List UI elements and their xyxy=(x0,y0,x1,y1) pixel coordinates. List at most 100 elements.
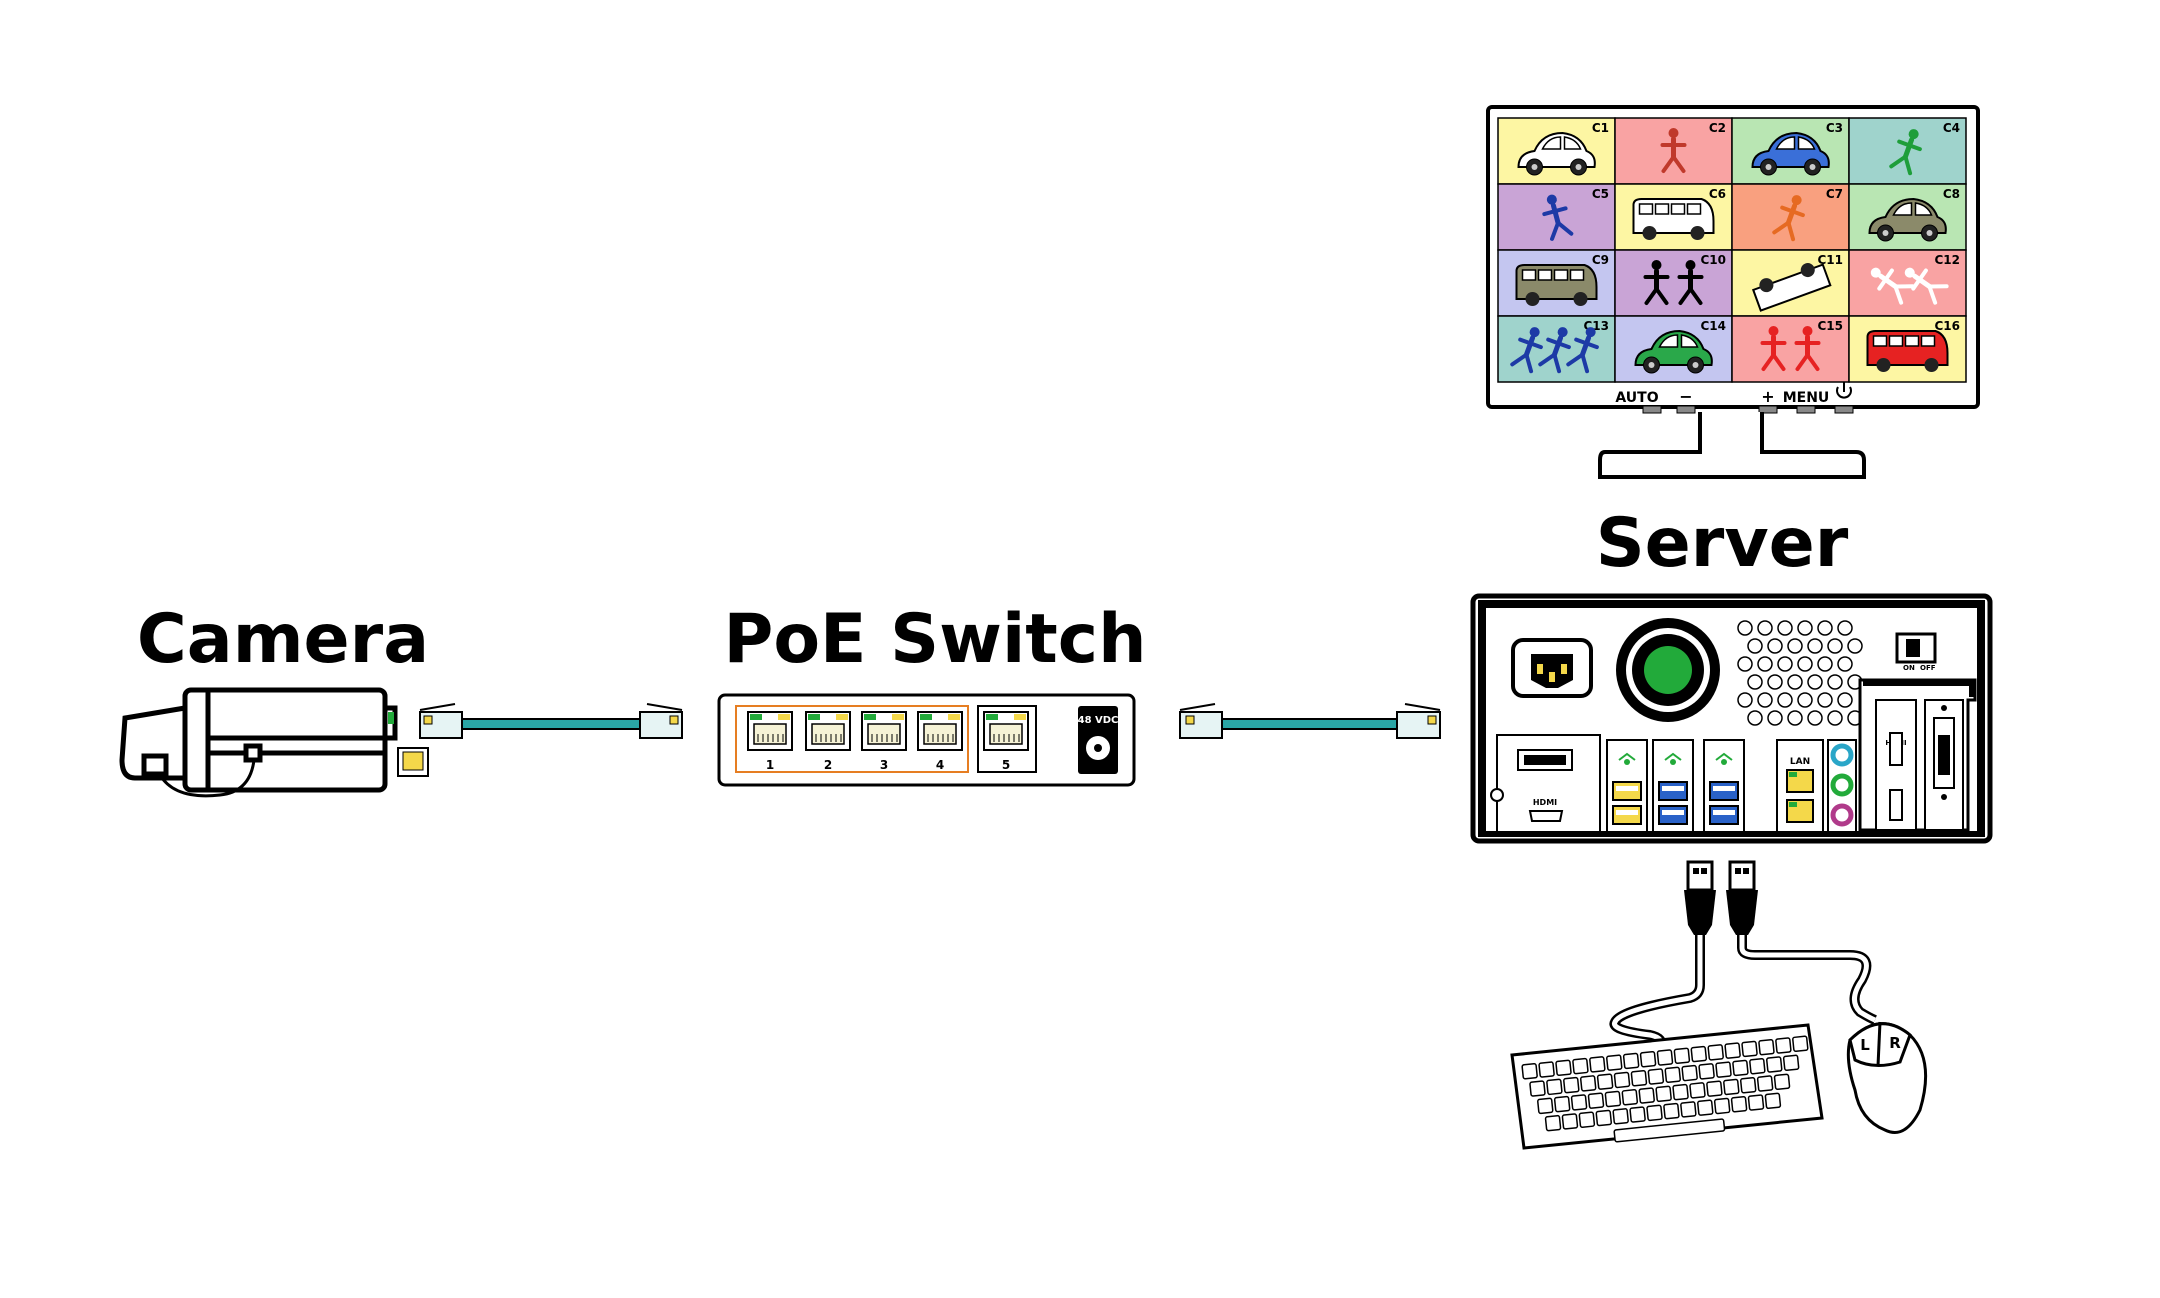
mouse-icon: L R xyxy=(1846,1021,1928,1134)
camera-tile-label: C2 xyxy=(1709,121,1726,135)
switch-port-label: 2 xyxy=(824,758,832,772)
camera-tile-c6[interactable]: C6 xyxy=(1614,183,1733,251)
camera-tile-label: C11 xyxy=(1817,253,1843,267)
usb-connector-icon xyxy=(1684,860,1716,935)
power-icon xyxy=(1836,382,1852,399)
camera-label: Camera xyxy=(137,600,429,679)
camera-tile-c8[interactable]: C8 xyxy=(1848,183,1967,251)
usb-ports xyxy=(1606,739,1745,833)
switch-port-2[interactable] xyxy=(805,711,851,751)
usb-port-icon xyxy=(1658,781,1688,801)
beetle-car-icon xyxy=(1868,197,1947,242)
camera-tile-label: C3 xyxy=(1826,121,1843,135)
lan-label: LAN xyxy=(1790,757,1810,767)
usb-port-icon xyxy=(1612,781,1642,801)
switch-port-label: 3 xyxy=(880,758,888,772)
camera-tile-label: C5 xyxy=(1592,187,1609,201)
camera-tile-c3[interactable]: C3 xyxy=(1731,117,1850,185)
camera-tile-c5[interactable]: C5 xyxy=(1497,183,1616,251)
camera-tile-label: C9 xyxy=(1592,253,1609,267)
monitor-button[interactable] xyxy=(1758,405,1778,414)
beetle-car-icon xyxy=(1634,329,1713,374)
audio-line-in-icon xyxy=(1830,743,1854,767)
monitor-button[interactable] xyxy=(1642,405,1662,414)
camera-tile-c14[interactable]: C14 xyxy=(1614,315,1733,383)
switch-on-label: ON xyxy=(1903,664,1915,672)
usb-connector-icon xyxy=(1726,860,1758,935)
switch-port-3[interactable] xyxy=(861,711,907,751)
camera-tile-c12[interactable]: C12 xyxy=(1848,249,1967,317)
camera-tile-c10[interactable]: C10 xyxy=(1614,249,1733,317)
camera-tile-label: C4 xyxy=(1943,121,1960,135)
monitor-button[interactable] xyxy=(1834,405,1854,414)
poe-switch-label: PoE Switch xyxy=(723,600,1146,679)
usb-cables xyxy=(1609,930,1877,1051)
keyboard-icon xyxy=(1510,1023,1824,1150)
mouse-left-label: L xyxy=(1860,1036,1870,1054)
camera-tile-c1[interactable]: C1 xyxy=(1497,117,1616,185)
usb-port-icon xyxy=(1612,805,1642,825)
ethernet-cable-switch-server xyxy=(1179,703,1441,739)
people-fighting-icon xyxy=(1643,260,1704,305)
hdmi-port-icon xyxy=(1528,810,1564,822)
person-standing-icon xyxy=(1660,128,1687,173)
usb-port-icon xyxy=(1709,805,1739,825)
camera-tile-label: C6 xyxy=(1709,187,1726,201)
switch-port-5[interactable] xyxy=(983,711,1029,751)
camera-ethernet-port-icon xyxy=(397,747,429,777)
camera-tile-c16[interactable]: C16 xyxy=(1848,315,1967,383)
monitor-plus-label: + xyxy=(1761,387,1774,406)
camera-tile-label: C14 xyxy=(1700,319,1726,333)
van-icon xyxy=(1515,264,1598,306)
car-flipped-icon xyxy=(1751,263,1832,312)
people-fighting-icon xyxy=(1760,326,1821,371)
camera-tile-label: C7 xyxy=(1826,187,1843,201)
server-device: ON OFF HDMI HDMI LAN xyxy=(1470,593,1993,844)
monitor-menu-label: MENU xyxy=(1783,390,1830,406)
camera-tile-c4[interactable]: C4 xyxy=(1848,117,1967,185)
camera-tile-label: C10 xyxy=(1700,253,1726,267)
usb-port-icon xyxy=(1658,805,1688,825)
switch-off-label: OFF xyxy=(1920,664,1936,672)
person-running-icon xyxy=(1772,195,1805,242)
switch-port-label: 5 xyxy=(1002,758,1010,772)
switch-port-label: 1 xyxy=(766,758,774,772)
switch-port-4[interactable] xyxy=(917,711,963,751)
camera-tile-c2[interactable]: C2 xyxy=(1614,117,1733,185)
person-running-icon xyxy=(1889,129,1922,176)
people-running-icon xyxy=(1510,327,1599,374)
camera-tile-label: C12 xyxy=(1934,253,1960,267)
people-falling-icon xyxy=(1870,267,1949,305)
camera-tile-label: C16 xyxy=(1934,319,1960,333)
switch-power-label: 48 VDC xyxy=(1078,715,1119,726)
camera-tile-c13[interactable]: C13 xyxy=(1497,315,1616,383)
power-switch[interactable]: ON OFF xyxy=(1895,632,1937,672)
camera-tile-c9[interactable]: C9 xyxy=(1497,249,1616,317)
camera-tile-c11[interactable]: C11 xyxy=(1731,249,1850,317)
camera-tile-c7[interactable]: C7 xyxy=(1731,183,1850,251)
server-label: Server xyxy=(1596,504,1849,583)
monitor-button[interactable] xyxy=(1796,405,1816,414)
person-kicking-icon xyxy=(1542,194,1574,241)
hdmi-label: HDMI xyxy=(1533,798,1557,807)
camera-tile-label: C1 xyxy=(1592,121,1609,135)
audio-out-icon xyxy=(1830,773,1854,797)
usb-port-icon xyxy=(1709,781,1739,801)
switch-port-1[interactable] xyxy=(747,711,793,751)
camera-icon xyxy=(119,687,398,798)
monitor-button[interactable] xyxy=(1676,405,1696,414)
microphone-jack-icon xyxy=(1830,803,1854,827)
beetle-car-icon xyxy=(1751,131,1830,176)
mouse-right-label: R xyxy=(1889,1034,1901,1052)
beetle-car-icon xyxy=(1517,131,1596,176)
camera-tile-c15[interactable]: C15 xyxy=(1731,315,1850,383)
camera-tile-label: C8 xyxy=(1943,187,1960,201)
camera-tile-label: C15 xyxy=(1817,319,1843,333)
vent-grille xyxy=(1737,620,1863,726)
van-icon xyxy=(1632,198,1715,240)
monitor-minus-label: − xyxy=(1679,387,1692,406)
